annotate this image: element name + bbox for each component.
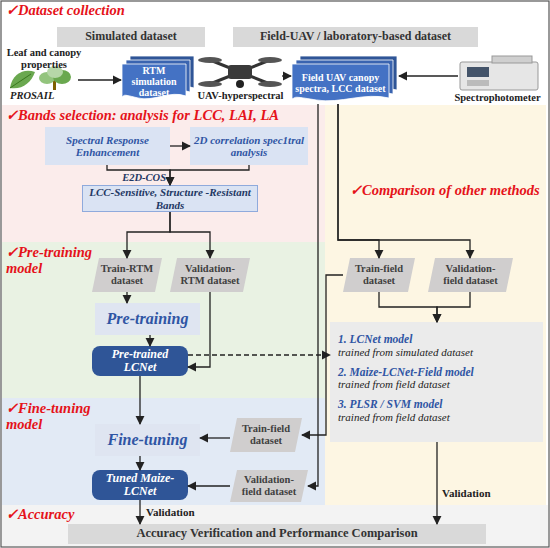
dataset-parallelogram — [92, 258, 162, 292]
node-text: Pre-training — [107, 310, 189, 328]
section-band: ✓Fine-tuning modelFine-tuning Train-field… — [2, 398, 325, 505]
node-text: Train-field dataset — [238, 423, 294, 446]
edge-label: Validation — [442, 487, 491, 499]
node-text: Tuned Maize-LCNet — [96, 472, 184, 498]
node-text: Train-field dataset — [351, 263, 407, 286]
dataset-split-box: Validation-field dataset — [428, 258, 513, 292]
dataset-parallelogram — [230, 418, 302, 452]
result-box: Accuracy Verification and Performance Co… — [68, 524, 486, 544]
process-box: Fine-tuning — [95, 424, 200, 456]
annotation-label: Leaf and canopy properties — [4, 47, 84, 70]
dataset-split-box: Validation-RTM dataset — [170, 258, 250, 292]
section-band: ✓Comparison of other methodsTrain-field … — [325, 105, 546, 505]
annotation-label: Spectrophotometer — [450, 92, 545, 104]
dataset-header-box: Simulated dataset — [57, 27, 205, 47]
node-text: 1. LCNet model — [338, 333, 412, 346]
document-sheet — [292, 64, 389, 101]
model-box: Pre-trained LCNet — [92, 346, 188, 376]
node-text: Fine-tuning — [107, 431, 187, 449]
edge-label: Validation — [146, 506, 195, 518]
node-text: Validation-field dataset — [238, 474, 300, 497]
node-text: Train-RTM dataset — [100, 263, 154, 286]
node-text: Spectral Response Enhancement — [49, 134, 166, 158]
node-text: Field UAV canopy spectra, LCC dataset — [293, 72, 388, 94]
annotation-label: UAV-hyperspectral — [193, 90, 288, 102]
section-heading: ✓Fine-tuning model — [6, 401, 94, 433]
method-list-box: 1. LCNet modeltrained from simulated dat… — [330, 322, 543, 442]
annotation-label: PROSAIL — [10, 90, 70, 102]
node-text: LCC-Sensitive, Structure -Resistant Band… — [87, 186, 253, 210]
node-text: trained from simulated dataset — [338, 346, 473, 358]
section-heading: ✓Comparison of other methods — [350, 183, 542, 199]
node-text: Simulated dataset — [85, 30, 177, 43]
dataset-stack: RTM simulation dataset — [122, 56, 194, 102]
dataset-parallelogram — [428, 258, 513, 292]
model-box: Tuned Maize-LCNet — [92, 470, 188, 500]
node-text: RTM simulation dataset — [123, 65, 185, 98]
dataset-parallelogram — [170, 258, 250, 292]
document-sheet — [122, 64, 186, 99]
section-band: ✓AccuracyAccuracy Verification and Perfo… — [2, 505, 548, 546]
node-text: trained from field dataset — [338, 378, 450, 390]
node-text: 3. PLSR / SVM model — [338, 398, 442, 411]
node-text: 2D correlation spec1tral analysis — [194, 134, 304, 158]
node-text: 2. Maize-LCNet-Field model — [338, 366, 474, 379]
dataset-header-box: Field-UAV / laboratory-based dataset — [233, 27, 478, 47]
section-heading: ✓Accuracy — [6, 507, 126, 523]
node-text: trained from field dataset — [338, 411, 450, 423]
section-heading: ✓Bands selection: analysis for LCC, LAI,… — [6, 108, 321, 124]
process-box: Pre-training — [95, 303, 200, 335]
process-box: 2D correlation spec1tral analysis — [190, 127, 308, 165]
dataset-parallelogram — [343, 258, 415, 292]
node-text: Validation-RTM dataset — [178, 263, 242, 286]
section-heading: ✓Pre-training model — [6, 245, 94, 277]
node-text: Accuracy Verification and Performance Co… — [136, 527, 417, 541]
process-box: Spectral Response Enhancement — [45, 127, 170, 165]
dataset-split-box: Train-RTM dataset — [92, 258, 162, 292]
node-text: Validation-field dataset — [436, 263, 505, 286]
dataset-split-box: Train-field dataset — [230, 418, 302, 452]
result-box: LCC-Sensitive, Structure -Resistant Band… — [82, 185, 258, 212]
dataset-parallelogram — [230, 470, 308, 502]
annotation-label: E2D-COS — [100, 172, 166, 184]
section-band: ✓Pre-training modelTrain-RTM dataset Vali… — [2, 242, 325, 398]
node-text: Pre-trained LCNet — [96, 348, 184, 374]
dataset-split-box: Train-field dataset — [343, 258, 415, 292]
section-heading: ✓Dataset collection — [6, 3, 226, 19]
node-text: Field-UAV / laboratory-based dataset — [260, 30, 451, 43]
section-band: ✓Dataset collectionSimulated datasetFiel… — [2, 2, 548, 105]
dataset-stack: Field UAV canopy spectra, LCC dataset — [292, 56, 397, 104]
dataset-split-box: Validation-field dataset — [230, 470, 308, 502]
